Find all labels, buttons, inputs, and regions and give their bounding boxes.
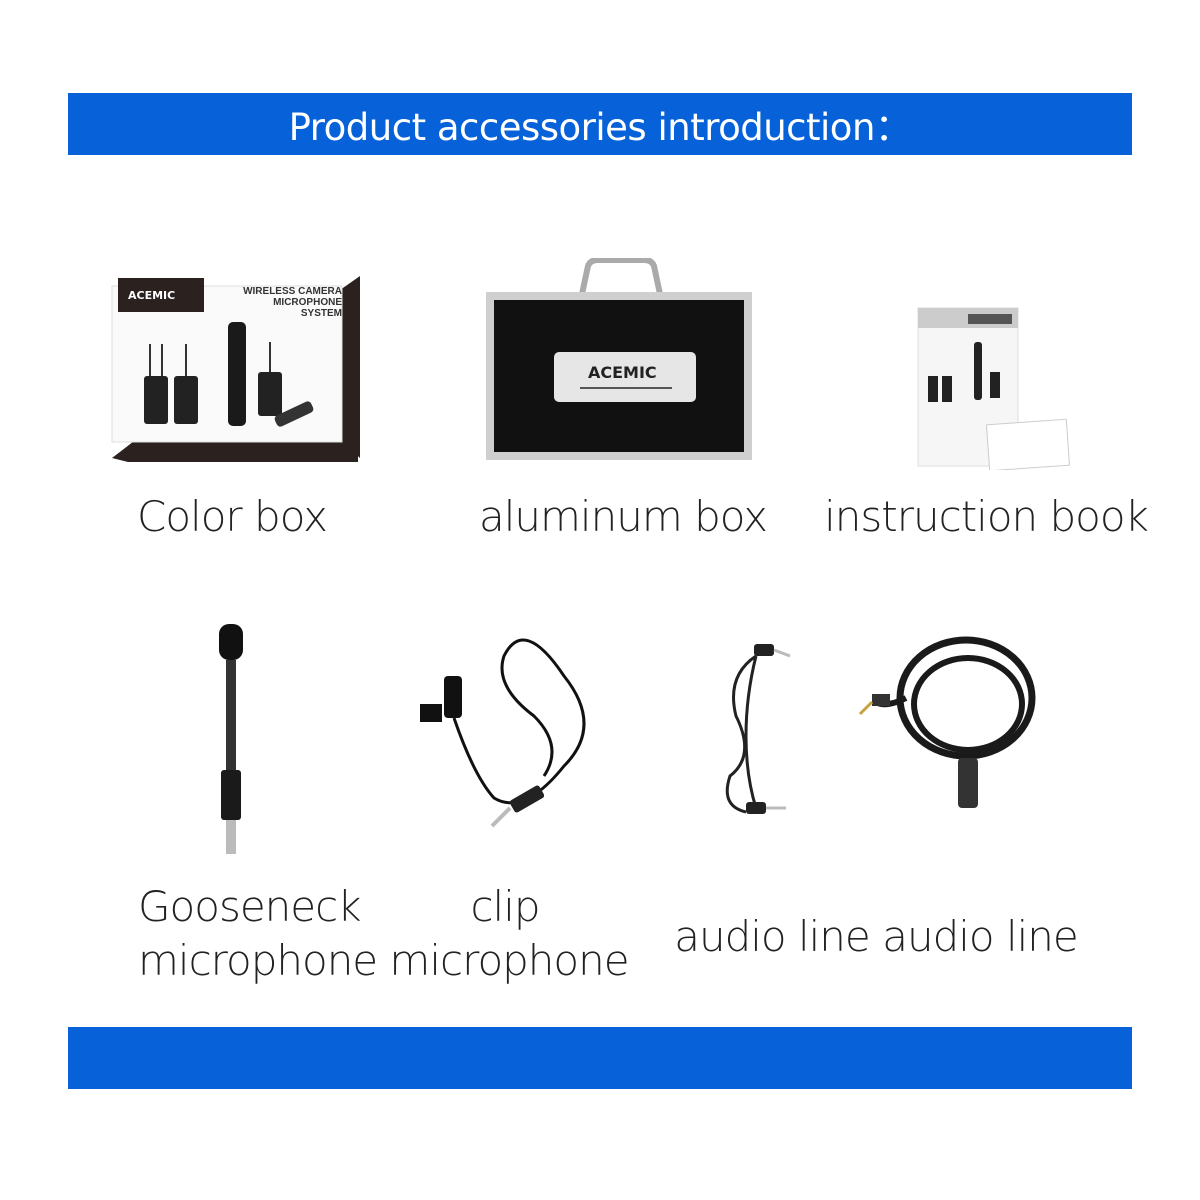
clip-microphone-label-line2: microphone	[389, 936, 629, 985]
header-banner: Product accessories introduction：	[68, 93, 1132, 155]
instruction-book-image	[917, 307, 1071, 470]
color-box-text: WIRELESS CAMERA MICROPHONE SYSTEM	[243, 286, 342, 319]
gooseneck-microphone-label-line2: microphone	[138, 936, 378, 985]
footer-banner	[68, 1027, 1132, 1089]
color-box-logo: ACEMIC	[128, 289, 175, 302]
clip-microphone-image	[420, 638, 586, 828]
instruction-book-label: instruction book	[824, 492, 1149, 541]
aluminum-box-image: ACEMIC	[486, 258, 752, 460]
page-title: Product accessories introduction：	[288, 106, 912, 149]
audio-line-1-image	[725, 644, 791, 814]
aluminum-box-logo: ACEMIC	[588, 363, 657, 382]
gooseneck-microphone-image	[219, 624, 243, 854]
color-box-image: ACEMIC	[111, 276, 360, 462]
aluminum-box-label: aluminum box	[478, 492, 768, 541]
color-box-label: Color box	[137, 492, 328, 541]
audio-line-1-label: audio line	[674, 912, 871, 961]
audio-line-2-image	[858, 636, 1036, 808]
clip-microphone-label-line1: clip	[470, 882, 540, 931]
audio-line-2-label: audio line	[882, 912, 1079, 961]
gooseneck-microphone-label-line1: Gooseneck	[138, 882, 362, 931]
